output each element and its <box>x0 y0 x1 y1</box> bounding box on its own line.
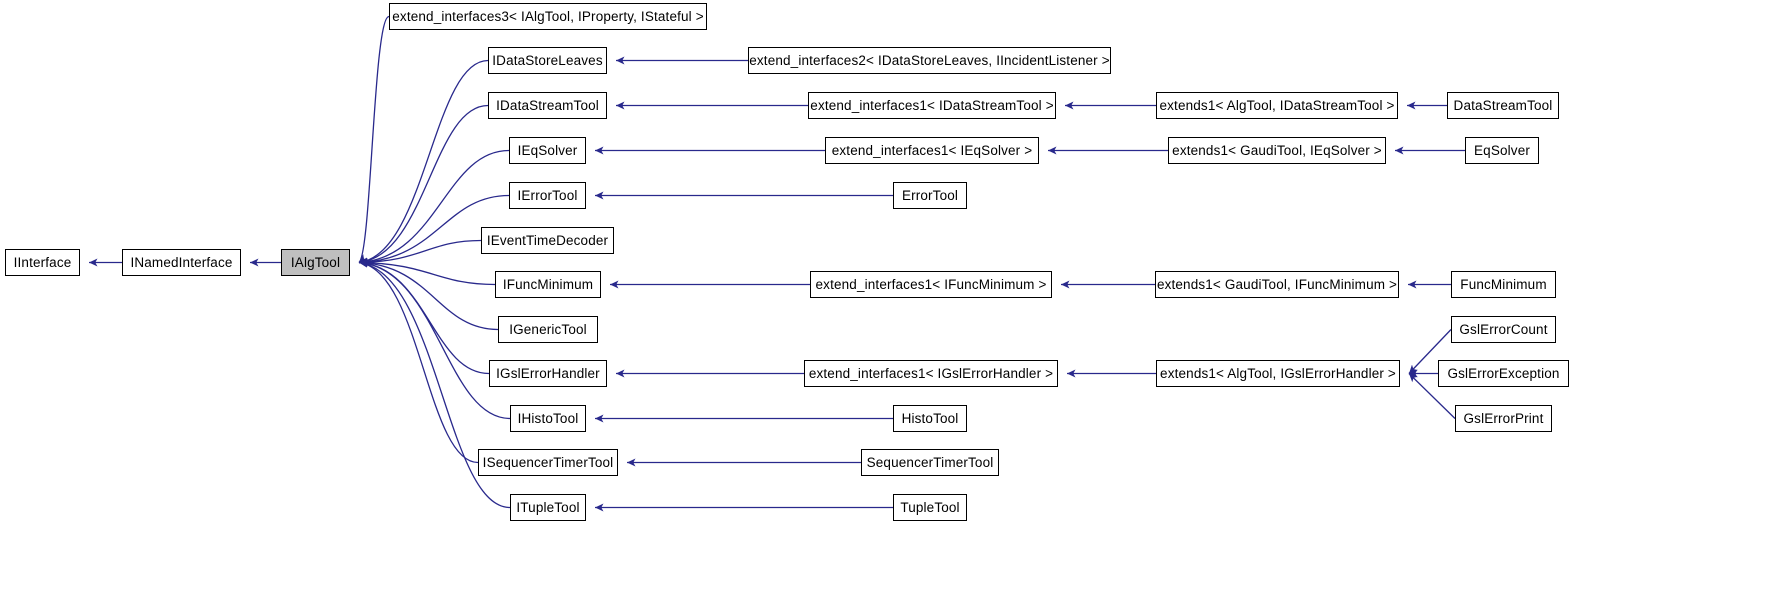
node-extends1-at-dst[interactable]: extends1< AlgTool, IDataStreamTool > <box>1156 92 1398 119</box>
node-gslerrorcount[interactable]: GslErrorCount <box>1451 316 1556 343</box>
node-extends1-at-geh[interactable]: extends1< AlgTool, IGslErrorHandler > <box>1156 360 1400 387</box>
node-label: ISequencerTimerTool <box>482 454 614 470</box>
node-label: EqSolver <box>1474 142 1530 158</box>
edge-idatastoreleaves-to-ialgtool <box>358 59 489 266</box>
node-label: GslErrorCount <box>1459 321 1548 337</box>
edge-igenerictool-to-ialgtool <box>358 258 499 331</box>
node-eqsolver[interactable]: EqSolver <box>1465 137 1539 164</box>
node-ierrortool[interactable]: IErrorTool <box>509 182 586 209</box>
node-label: FuncMinimum <box>1460 276 1547 292</box>
node-label: IHistoTool <box>517 410 579 426</box>
node-label: IInterface <box>13 254 72 270</box>
node-funcminimum[interactable]: FuncMinimum <box>1451 271 1556 298</box>
node-extend-interfaces2-dsl[interactable]: extend_interfaces2< IDataStoreLeaves, II… <box>748 47 1111 74</box>
node-ialgtool[interactable]: IAlgTool <box>281 249 350 276</box>
edge-ifuncminimum-to-ialgtool <box>358 258 496 286</box>
node-extend-interfaces1-fm[interactable]: extend_interfaces1< IFuncMinimum > <box>810 271 1052 298</box>
node-label: HistoTool <box>901 410 959 426</box>
node-label: extend_interfaces1< IGslErrorHandler > <box>808 365 1054 381</box>
node-datastreamtool[interactable]: DataStreamTool <box>1447 92 1559 119</box>
node-label: extend_interfaces2< IDataStoreLeaves, II… <box>749 52 1110 68</box>
node-igenerictool[interactable]: IGenericTool <box>498 316 598 343</box>
node-ifuncminimum[interactable]: IFuncMinimum <box>495 271 601 298</box>
node-label: IDataStreamTool <box>496 97 599 113</box>
node-label: extends1< AlgTool, IGslErrorHandler > <box>1160 365 1396 381</box>
node-label: ITupleTool <box>516 499 580 515</box>
node-extend-interfaces3[interactable]: extend_interfaces3< IAlgTool, IProperty,… <box>389 3 707 30</box>
node-label: IGslErrorHandler <box>496 365 600 381</box>
node-label: DataStreamTool <box>1453 97 1553 113</box>
node-label: TupleTool <box>900 499 960 515</box>
node-label: GslErrorException <box>1447 365 1560 381</box>
node-label: extends1< AlgTool, IDataStreamTool > <box>1159 97 1395 113</box>
node-extends1-gt-eqs[interactable]: extends1< GaudiTool, IEqSolver > <box>1168 137 1386 164</box>
node-label: extends1< GaudiTool, IEqSolver > <box>1172 142 1382 158</box>
node-histotool[interactable]: HistoTool <box>893 405 967 432</box>
edge-isequencertimertool-to-ialgtool <box>358 259 479 464</box>
node-extend-interfaces1-eqs[interactable]: extend_interfaces1< IEqSolver > <box>825 137 1039 164</box>
node-label: IFuncMinimum <box>502 276 594 292</box>
edge-igslerrorhandler-to-ialgtool <box>358 259 490 375</box>
node-idatastreamtool[interactable]: IDataStreamTool <box>488 92 607 119</box>
node-ihistotool[interactable]: IHistoTool <box>510 405 586 432</box>
node-label: INamedInterface <box>130 254 233 270</box>
node-extend-interfaces1-dst[interactable]: extend_interfaces1< IDataStreamTool > <box>808 92 1056 119</box>
node-isequencertimertool[interactable]: ISequencerTimerTool <box>478 449 618 476</box>
node-label: IGenericTool <box>509 321 587 337</box>
node-igslerrorhandler[interactable]: IGslErrorHandler <box>489 360 607 387</box>
edge-idatastreamtool-to-ialgtool <box>358 104 489 266</box>
node-label: IEventTimeDecoder <box>486 232 609 248</box>
node-errortool[interactable]: ErrorTool <box>893 182 967 209</box>
node-label: extend_interfaces1< IFuncMinimum > <box>815 276 1047 292</box>
node-extend-interfaces1-geh[interactable]: extend_interfaces1< IGslErrorHandler > <box>804 360 1058 387</box>
node-ieqsolver[interactable]: IEqSolver <box>509 137 586 164</box>
node-idatastoreleaves[interactable]: IDataStoreLeaves <box>488 47 607 74</box>
node-label: SequencerTimerTool <box>866 454 994 470</box>
edge-ihistotool-to-ialgtool <box>358 259 511 420</box>
node-label: GslErrorPrint <box>1463 410 1544 426</box>
node-label: IErrorTool <box>517 187 578 203</box>
node-label: extend_interfaces1< IEqSolver > <box>831 142 1033 158</box>
node-itupletool[interactable]: ITupleTool <box>510 494 586 521</box>
node-iinterface[interactable]: IInterface <box>5 249 80 276</box>
edge-extend_interfaces3-to-ialgtool <box>358 15 390 264</box>
node-gslerrorprint[interactable]: GslErrorPrint <box>1455 405 1552 432</box>
node-gslerrorexception[interactable]: GslErrorException <box>1438 360 1569 387</box>
node-label: IEqSolver <box>517 142 578 158</box>
node-extends1-gt-fm[interactable]: extends1< GaudiTool, IFuncMinimum > <box>1155 271 1399 298</box>
node-tupletool[interactable]: TupleTool <box>893 494 967 521</box>
node-ieventtimedecoder[interactable]: IEventTimeDecoder <box>481 227 614 254</box>
node-label: extend_interfaces1< IDataStreamTool > <box>810 97 1054 113</box>
edge-ieventtimedecoder-to-ialgtool <box>358 239 482 267</box>
node-label: IAlgTool <box>290 254 341 270</box>
node-label: ErrorTool <box>901 187 959 203</box>
node-inamedinterface[interactable]: INamedInterface <box>122 249 241 276</box>
node-label: extend_interfaces3< IAlgTool, IProperty,… <box>392 8 704 24</box>
node-label: extends1< GaudiTool, IFuncMinimum > <box>1156 276 1398 292</box>
node-label: IDataStoreLeaves <box>492 52 603 68</box>
node-sequencertimertool[interactable]: SequencerTimerTool <box>861 449 999 476</box>
